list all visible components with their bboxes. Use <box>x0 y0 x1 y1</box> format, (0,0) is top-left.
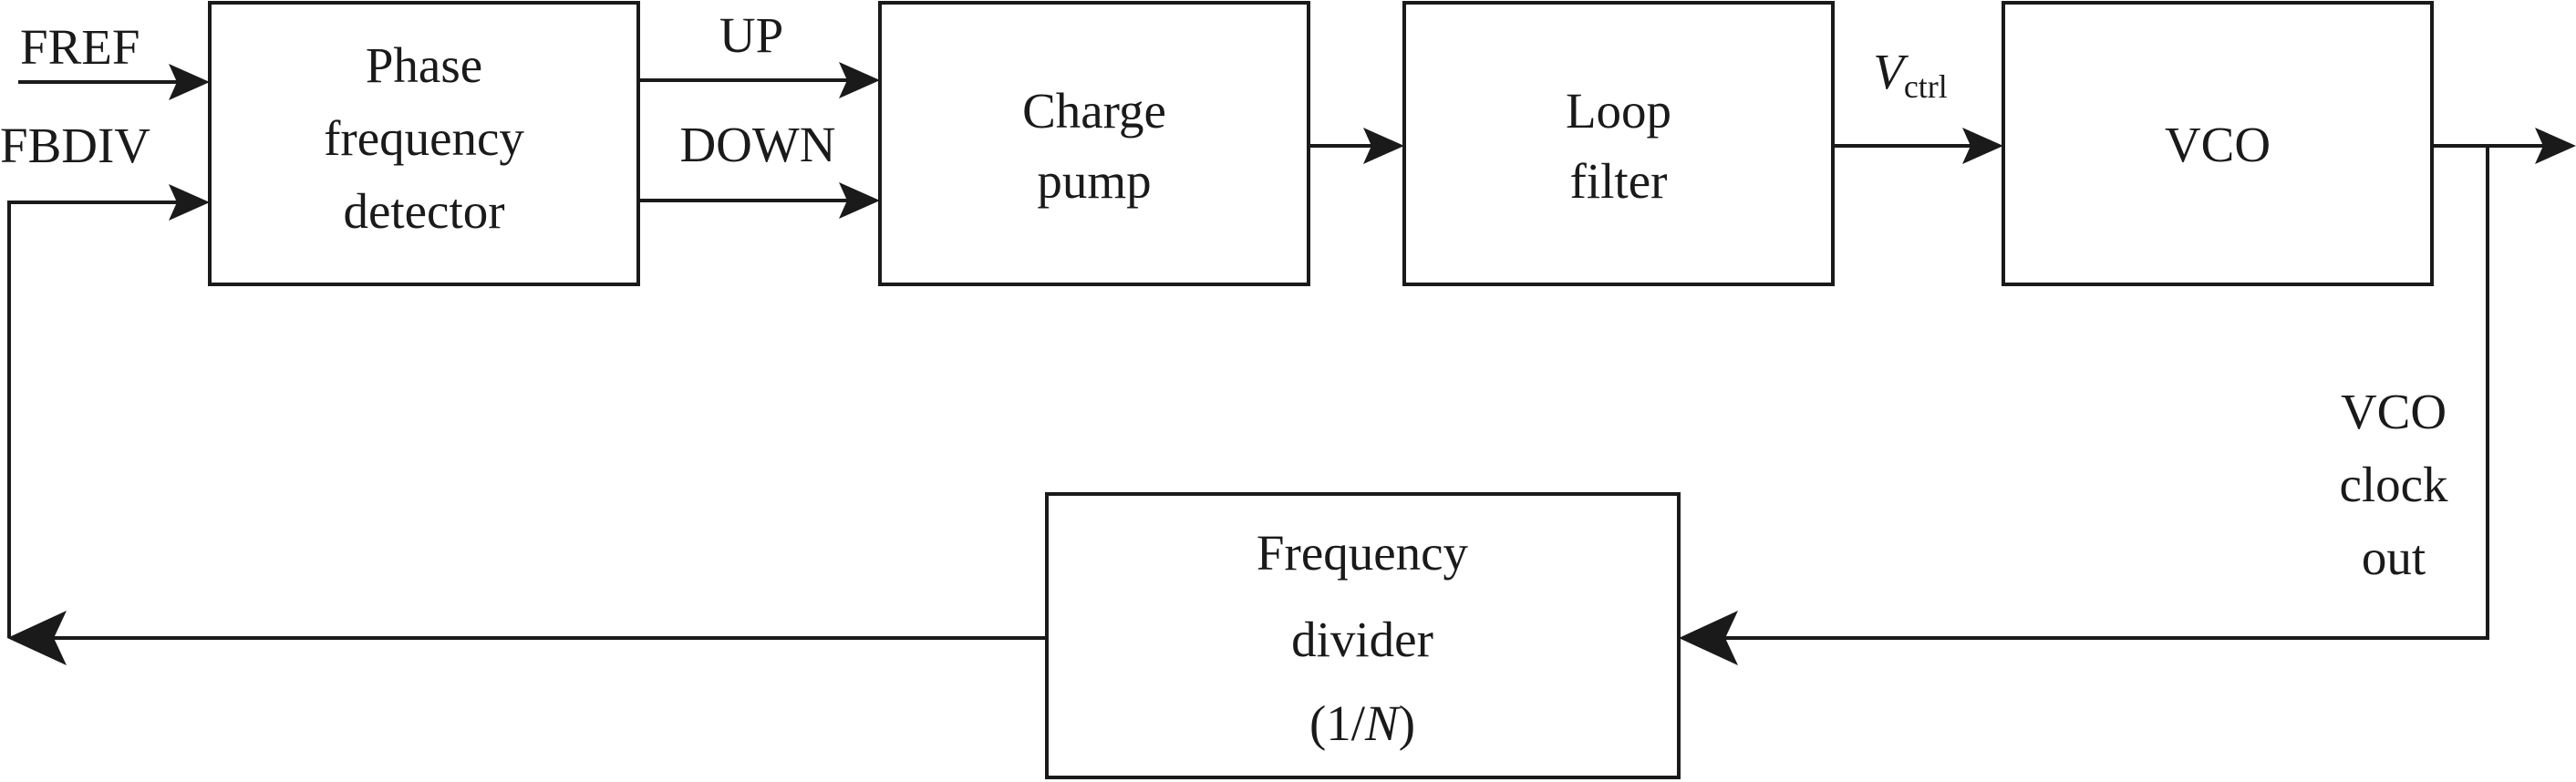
loop-filter-block <box>1402 1 1835 286</box>
vctrl-arrow-icon <box>1962 128 2003 164</box>
vco-label: VCO <box>2165 117 2271 172</box>
vco-block <box>2002 1 2434 286</box>
fbdiv-wire <box>7 201 187 638</box>
charge-pump-label-line2: pump <box>1037 153 1151 209</box>
pfd-label-line3: detector <box>343 183 504 239</box>
pfd-label-line1: Phase <box>366 37 482 93</box>
down-label: DOWN <box>679 117 835 172</box>
down-arrow-icon <box>839 182 880 219</box>
divider-label-line3: (1/N) <box>1309 695 1415 751</box>
divider-output-arrow-icon <box>7 611 67 665</box>
divider-label-line2: divider <box>1291 612 1433 667</box>
vco-output-arrow-icon <box>2535 128 2576 164</box>
feedback-wire-to-divider <box>1703 146 2489 640</box>
up-arrow-icon <box>839 62 880 98</box>
pfd-label-line2: frequency <box>324 110 524 166</box>
loop-filter-label-line1: Loop <box>1566 83 1671 139</box>
charge-pump-block <box>878 1 1310 286</box>
fref-label: FREF <box>20 19 140 75</box>
vco-clock-out-label-line1: VCO <box>2341 384 2447 439</box>
fref-arrow-icon <box>169 64 210 100</box>
cp-to-filter-arrow-icon <box>1363 128 1404 164</box>
fbdiv-arrow-icon <box>169 184 210 221</box>
phase-frequency-detector-block <box>208 1 640 286</box>
charge-pump-label-line1: Charge <box>1022 83 1166 139</box>
divider-input-arrow-icon <box>1679 611 1738 665</box>
divider-label-line1: Frequency <box>1257 525 1469 581</box>
loop-filter-label-line2: filter <box>1570 153 1668 209</box>
frequency-divider-block <box>1045 492 1681 779</box>
vco-clock-out-label-line2: clock <box>2339 457 2448 512</box>
vctrl-label: Vctrl <box>1873 44 1948 105</box>
vco-clock-out-label-line3: out <box>2362 530 2426 585</box>
fbdiv-label: FBDIV <box>0 118 150 173</box>
up-label: UP <box>719 7 783 63</box>
